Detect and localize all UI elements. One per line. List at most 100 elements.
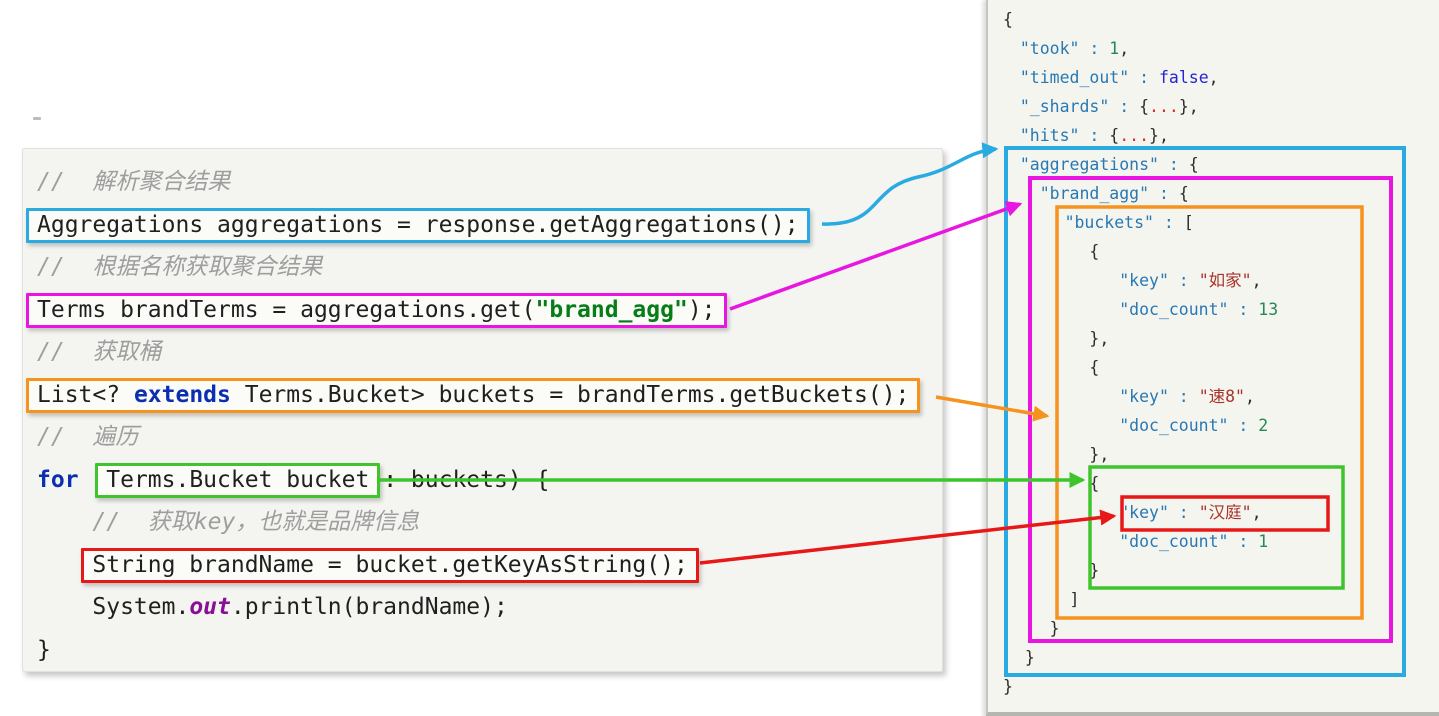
code-token: .println(brandName); xyxy=(230,594,508,620)
code-token: "brand_agg" xyxy=(1039,184,1150,203)
json-line: "key" : "汉庭", xyxy=(1000,498,1439,527)
code-token: : buckets) { xyxy=(369,466,550,493)
code-token: : xyxy=(1228,300,1259,319)
code-token: "brand_agg" xyxy=(535,296,688,323)
code-token: "key" xyxy=(1119,503,1169,522)
highlight-box-green-code: Terms.Bucket bucket xyxy=(95,462,381,498)
code-line: String brandName = bucket.getKeyAsString… xyxy=(37,544,942,587)
java-code-lines: // 解析聚合结果 Aggregations aggregations = res… xyxy=(23,149,942,671)
code-token: { xyxy=(1188,155,1199,174)
code-token: }, xyxy=(1089,329,1110,348)
highlight-box-orange-code: List<? extends Terms.Bucket> buckets = b… xyxy=(26,377,921,413)
code-token: "key" xyxy=(1119,387,1169,406)
code-token: "aggregations" xyxy=(1019,155,1159,174)
code-token: Terms.Bucket bucket xyxy=(106,466,370,493)
code-token: for xyxy=(37,466,79,493)
code-token: "hits" xyxy=(1019,126,1080,145)
code-token: }, xyxy=(1089,445,1110,464)
code-token: }, xyxy=(1149,126,1169,145)
code-token: 1 xyxy=(1109,39,1120,58)
code-token: } xyxy=(37,636,51,663)
json-line: { xyxy=(1000,237,1439,266)
code-token: Terms.Bucket> buckets = brandTerms.getBu… xyxy=(230,381,910,408)
code-token: { xyxy=(1089,474,1100,493)
json-line: "key" : "如家", xyxy=(1000,266,1439,295)
code-token: "timed_out" xyxy=(1019,68,1130,87)
code-token: "buckets" xyxy=(1064,213,1154,232)
code-token: 2 xyxy=(1258,416,1269,435)
code-line: // 遍历 xyxy=(37,416,942,459)
code-token: "key" xyxy=(1119,271,1169,290)
code-token: : xyxy=(1129,68,1159,87)
json-line: "key" : "速8", xyxy=(1000,382,1439,411)
code-token: "doc_count" xyxy=(1119,300,1229,319)
code-token: } xyxy=(1089,561,1100,580)
code-token: [ xyxy=(1183,213,1194,232)
code-token: // 获取key，也就是品牌信息 xyxy=(92,509,420,535)
code-token: ] xyxy=(1069,590,1080,609)
code-token: : xyxy=(1153,213,1184,232)
code-token: String brandName = bucket.getKeyAsString… xyxy=(92,551,688,578)
code-token: Terms brandTerms = aggregations.get( xyxy=(37,296,536,323)
json-line: { xyxy=(1000,5,1439,34)
code-token: "如家" xyxy=(1198,271,1252,290)
json-line: "brand_agg" : { xyxy=(1000,179,1439,208)
json-line: "hits" : {...}, xyxy=(1000,121,1439,150)
code-token: : xyxy=(1168,503,1199,522)
code-line: Aggregations aggregations = response.get… xyxy=(26,204,942,247)
code-token: : xyxy=(1158,155,1189,174)
json-line: { xyxy=(1000,469,1439,498)
json-line: }, xyxy=(1000,324,1439,353)
code-token: } xyxy=(1049,619,1060,638)
code-token: "doc_count" xyxy=(1119,416,1229,435)
json-line: { xyxy=(1000,353,1439,382)
code-token: : xyxy=(1168,271,1199,290)
code-token: false xyxy=(1158,68,1209,87)
code-token: "汉庭" xyxy=(1198,503,1252,522)
code-token: 13 xyxy=(1258,300,1279,319)
code-token: { xyxy=(1109,126,1120,145)
code-token: , xyxy=(1251,271,1262,290)
code-token: }, xyxy=(1178,97,1199,116)
code-token: ... xyxy=(1119,126,1150,145)
json-line: "doc_count" : 13 xyxy=(1000,295,1439,324)
code-line: // 获取桶 xyxy=(37,331,942,374)
code-token: System. xyxy=(92,594,190,620)
code-token: out xyxy=(189,594,231,620)
json-response-lines: { "took" : 1, "timed_out" : false, "_shards… xyxy=(988,0,1439,701)
code-token: : xyxy=(1109,97,1140,116)
code-token: "took" xyxy=(1019,39,1080,58)
code-token: { xyxy=(1002,10,1013,29)
code-token: Aggregations aggregations = response.get… xyxy=(37,211,799,238)
code-token: "速8" xyxy=(1198,387,1245,406)
json-line: "aggregations" : { xyxy=(1000,150,1439,179)
code-line: // 解析聚合结果 xyxy=(37,161,942,204)
code-line: } xyxy=(37,629,942,672)
code-token: "doc_count" xyxy=(1119,532,1229,551)
code-token: 1 xyxy=(1258,532,1269,551)
json-line: "_shards" : {...}, xyxy=(1000,92,1439,121)
code-token: { xyxy=(1089,242,1100,261)
json-line: "buckets" : [ xyxy=(1000,208,1439,237)
code-token: : xyxy=(1149,184,1179,203)
code-token: List<? xyxy=(37,381,134,408)
code-token: // 解析聚合结果 xyxy=(37,169,231,195)
code-token: : xyxy=(1168,387,1199,406)
json-line: } xyxy=(1000,643,1439,672)
json-line: "doc_count" : 1 xyxy=(1000,527,1439,556)
json-line: } xyxy=(1000,556,1439,585)
code-token: extends xyxy=(133,381,231,408)
code-token: , xyxy=(1251,503,1262,522)
code-token: } xyxy=(1024,648,1035,667)
code-token: , xyxy=(1119,39,1130,58)
highlight-box-cyan-code: Aggregations aggregations = response.get… xyxy=(26,207,810,243)
highlight-box-magenta-code: Terms brandTerms = aggregations.get("bra… xyxy=(26,292,727,328)
code-token: : xyxy=(1079,39,1110,58)
code-line: for (Terms.Bucket bucket : buckets) { xyxy=(37,459,942,502)
json-response-panel: { "took" : 1, "timed_out" : false, "_shards… xyxy=(986,0,1439,716)
code-token: , xyxy=(1208,68,1219,87)
json-line: "doc_count" : 2 xyxy=(1000,411,1439,440)
code-token: { xyxy=(1089,358,1100,377)
stray-mark xyxy=(33,117,41,120)
code-token: { xyxy=(1139,97,1150,116)
